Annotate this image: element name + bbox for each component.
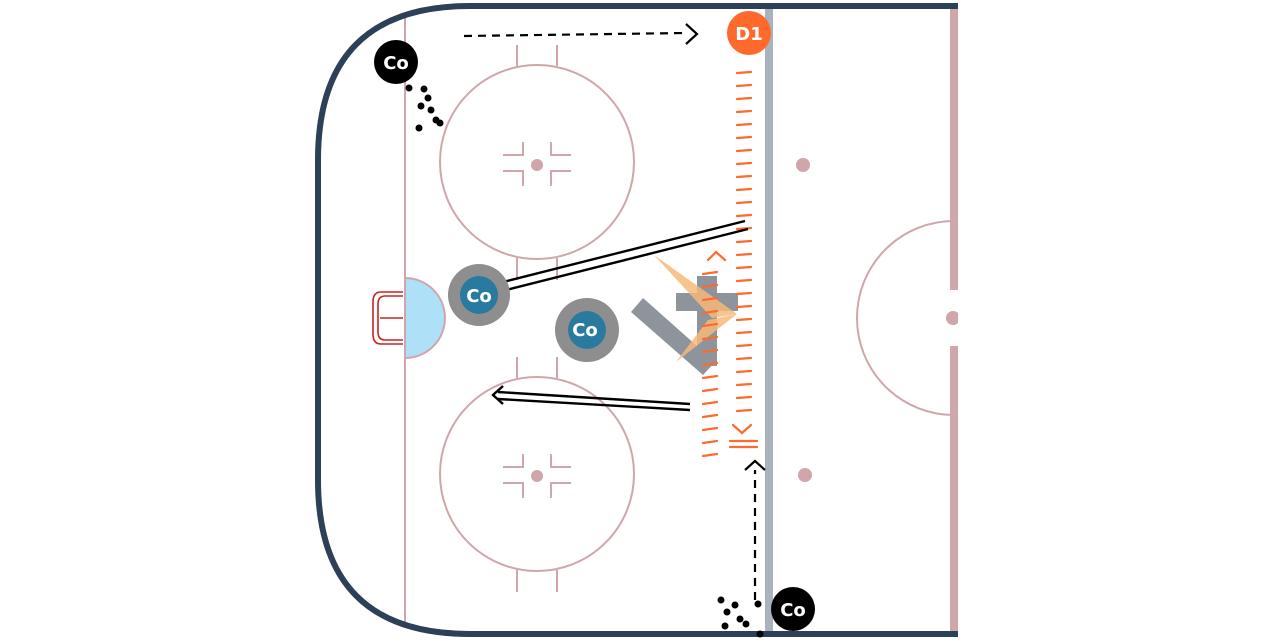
skate-path-tick	[701, 283, 719, 289]
skate-path-tick	[735, 161, 753, 166]
svg-text:Co: Co	[572, 320, 598, 341]
defense-marker-d1: D1	[727, 11, 771, 55]
skate-path-tick	[701, 348, 719, 354]
goal-crease	[404, 276, 446, 360]
skate-path-tick	[735, 213, 753, 218]
player-marker-center: Co	[555, 298, 619, 362]
svg-text:D1: D1	[735, 24, 762, 45]
faceoff-circle-bottom	[439, 357, 635, 592]
skate-path-tick	[735, 148, 753, 153]
center-faceoff-dot	[946, 311, 958, 325]
skate-path-tick	[735, 330, 753, 335]
skate-path-tick	[735, 96, 753, 101]
skate-path-tick	[701, 322, 719, 328]
skate-path-tick	[701, 387, 719, 393]
skate-path-tick	[735, 135, 753, 140]
skate-path-tick	[735, 369, 753, 374]
puck-dots-bottom	[717, 596, 764, 638]
blue-line	[765, 6, 773, 634]
skate-path-tick	[701, 335, 719, 341]
skate-path-tick	[701, 426, 719, 432]
coach-marker-bottom: Co	[771, 587, 815, 631]
player-marker-left: Co	[448, 264, 510, 326]
skate-path-tick	[701, 452, 719, 458]
skate-path-tick	[735, 291, 753, 296]
svg-text:Co: Co	[383, 53, 409, 74]
skate-path-tick	[735, 70, 753, 75]
skate-path-tick	[701, 361, 719, 367]
neutral-dot-top	[796, 158, 810, 172]
center-faceoff-circle	[856, 220, 958, 416]
skate-path-tick	[735, 265, 753, 270]
faceoff-dot-top	[531, 159, 543, 171]
skate-path-tick	[701, 400, 719, 406]
skate-path-tick	[735, 200, 753, 205]
skate-path-tick	[735, 317, 753, 322]
skate-path-tick	[735, 395, 753, 400]
dash-arrow-bottom	[744, 459, 766, 600]
skate-path-tick	[735, 343, 753, 348]
skate-path-tick	[735, 226, 753, 231]
rink-boards	[315, 2, 958, 637]
skate-path-tick	[735, 278, 753, 283]
svg-text:Co: Co	[466, 286, 492, 307]
dash-arrow-top	[463, 23, 699, 45]
goal-net-icon	[372, 291, 403, 345]
skate-path-tick	[735, 83, 753, 88]
skate-path-tick	[735, 356, 753, 361]
skate-path-tick	[735, 408, 753, 413]
neutral-dot-bottom	[798, 468, 812, 482]
skate-path-tick	[735, 122, 753, 127]
skate-path-tick	[735, 239, 753, 244]
skate-path-tick	[701, 374, 719, 380]
skate-path-tick	[701, 413, 719, 419]
svg-text:Co: Co	[780, 600, 806, 621]
skate-path-tick	[701, 439, 719, 445]
skate-path-tick	[735, 109, 753, 114]
coach-marker-top: Co	[374, 40, 418, 84]
skate-path-tick	[735, 304, 753, 309]
skate-path-tick	[701, 309, 719, 315]
skate-path-tick	[735, 187, 753, 192]
faceoff-dot-bottom	[531, 470, 543, 482]
skate-path-tick	[701, 296, 719, 302]
skate-path-tick	[735, 174, 753, 179]
skate-path-tick	[735, 252, 753, 257]
puck-dots-top	[405, 84, 444, 132]
pass-line-lower	[491, 385, 691, 412]
faceoff-circle-top	[439, 45, 635, 280]
skate-path-d1	[701, 70, 759, 458]
skate-path-tick	[735, 382, 753, 387]
skate-path-tick	[701, 270, 719, 276]
